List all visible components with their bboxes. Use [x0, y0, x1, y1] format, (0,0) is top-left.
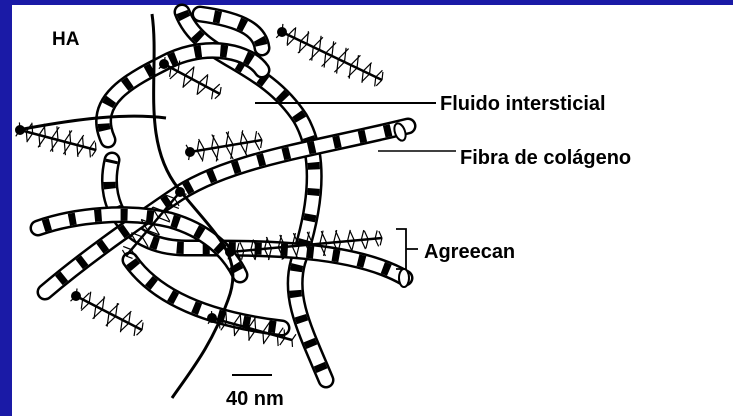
ha-strand: [18, 116, 166, 130]
ha-label: HA: [52, 29, 80, 50]
aggrecan-bracket: [396, 229, 418, 269]
interstitial-fluid-label: Fluido intersticial: [440, 93, 606, 115]
aggrecan-label: Agreecan: [424, 241, 515, 263]
collagen-fiber-label: Fibra de colágeno: [460, 147, 631, 169]
collagen-fiber: [130, 260, 282, 328]
aggrecan: [71, 288, 144, 336]
aggrecan: [276, 24, 383, 87]
hyaluronan-strands: [18, 14, 233, 398]
scale-label: 40 nm: [226, 388, 284, 410]
fiber-end-cap: [399, 269, 409, 287]
aggrecan: [159, 57, 221, 99]
